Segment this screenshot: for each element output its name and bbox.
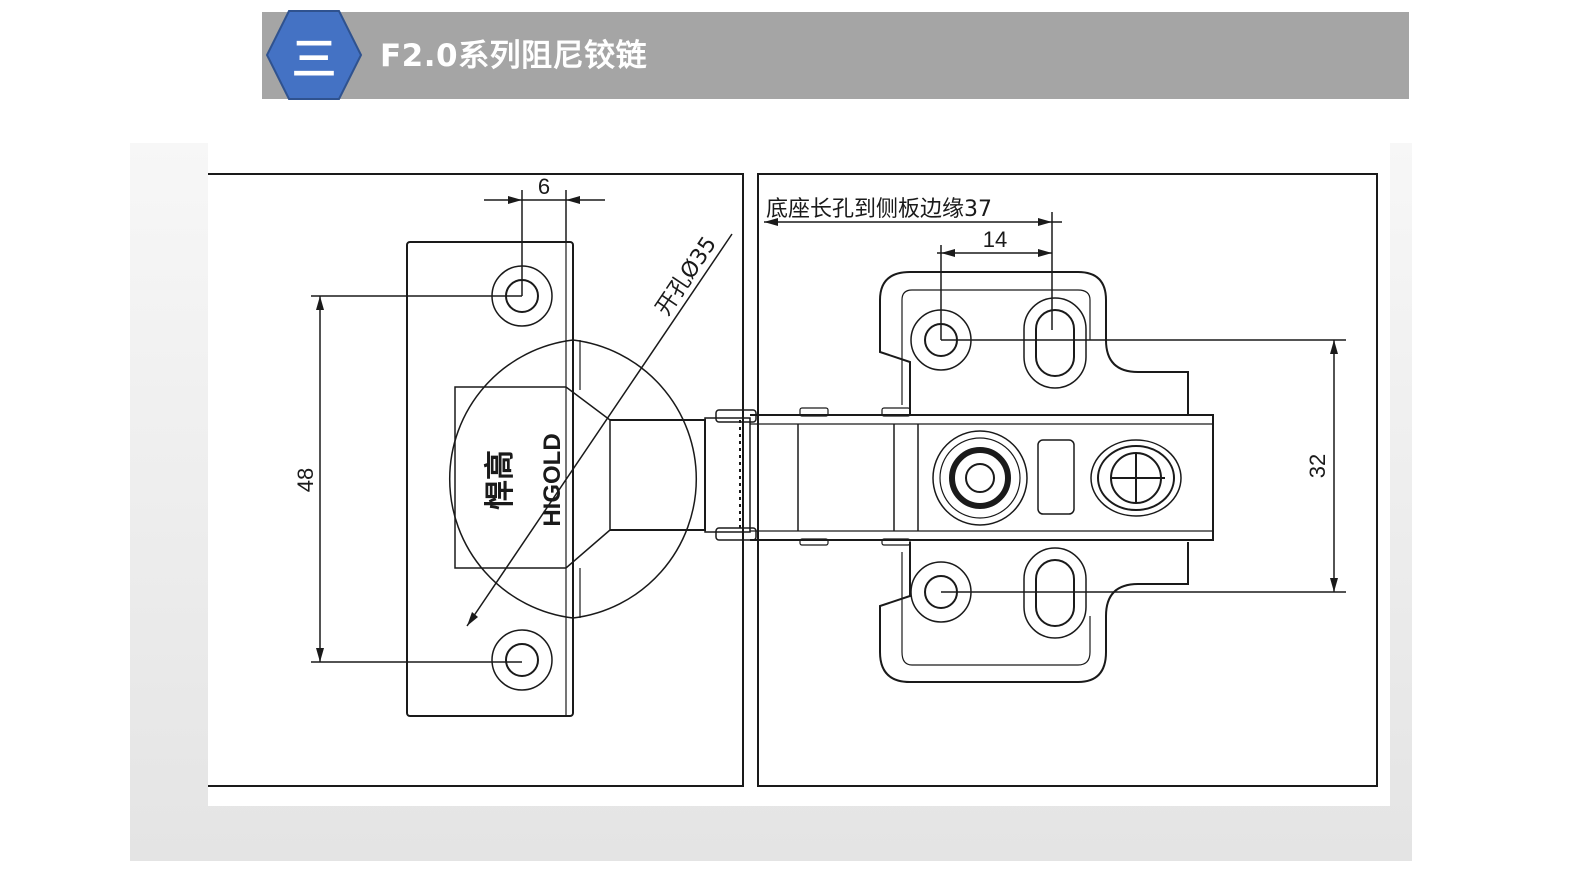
drawing-paper <box>208 143 1390 806</box>
hinge-arm-plate <box>406 241 574 717</box>
cam-screw <box>1090 439 1182 517</box>
brand-logo-en: HIGOLD <box>539 433 566 526</box>
section-header-bar <box>262 12 1409 99</box>
mounting-base <box>879 271 1189 414</box>
base-slot-bottom <box>1023 547 1087 639</box>
screw-hole-bottom <box>491 629 553 691</box>
section-number: 三 <box>292 34 336 85</box>
dim-base-hole-spacing: 14 <box>983 227 1007 252</box>
dim-base-slot-to-edge: 底座长孔到侧板边缘37 <box>766 197 992 222</box>
dim-screw-spacing: 48 <box>293 468 318 492</box>
dim-base-vertical: 32 <box>1305 454 1330 478</box>
door-panel-outline <box>208 173 744 787</box>
side-panel-outline <box>757 173 1378 787</box>
slot-window <box>1037 439 1075 515</box>
section-hexagon-icon <box>265 10 363 100</box>
hinge-cup <box>572 339 698 619</box>
dim-hole-offset: 6 <box>538 174 550 199</box>
page-title: F2.0系列阻尼铰链 <box>380 38 648 74</box>
adjust-screw <box>932 430 1028 526</box>
base-slot-top <box>1023 297 1087 389</box>
brand-logo-cn: 悍高 <box>483 450 518 510</box>
